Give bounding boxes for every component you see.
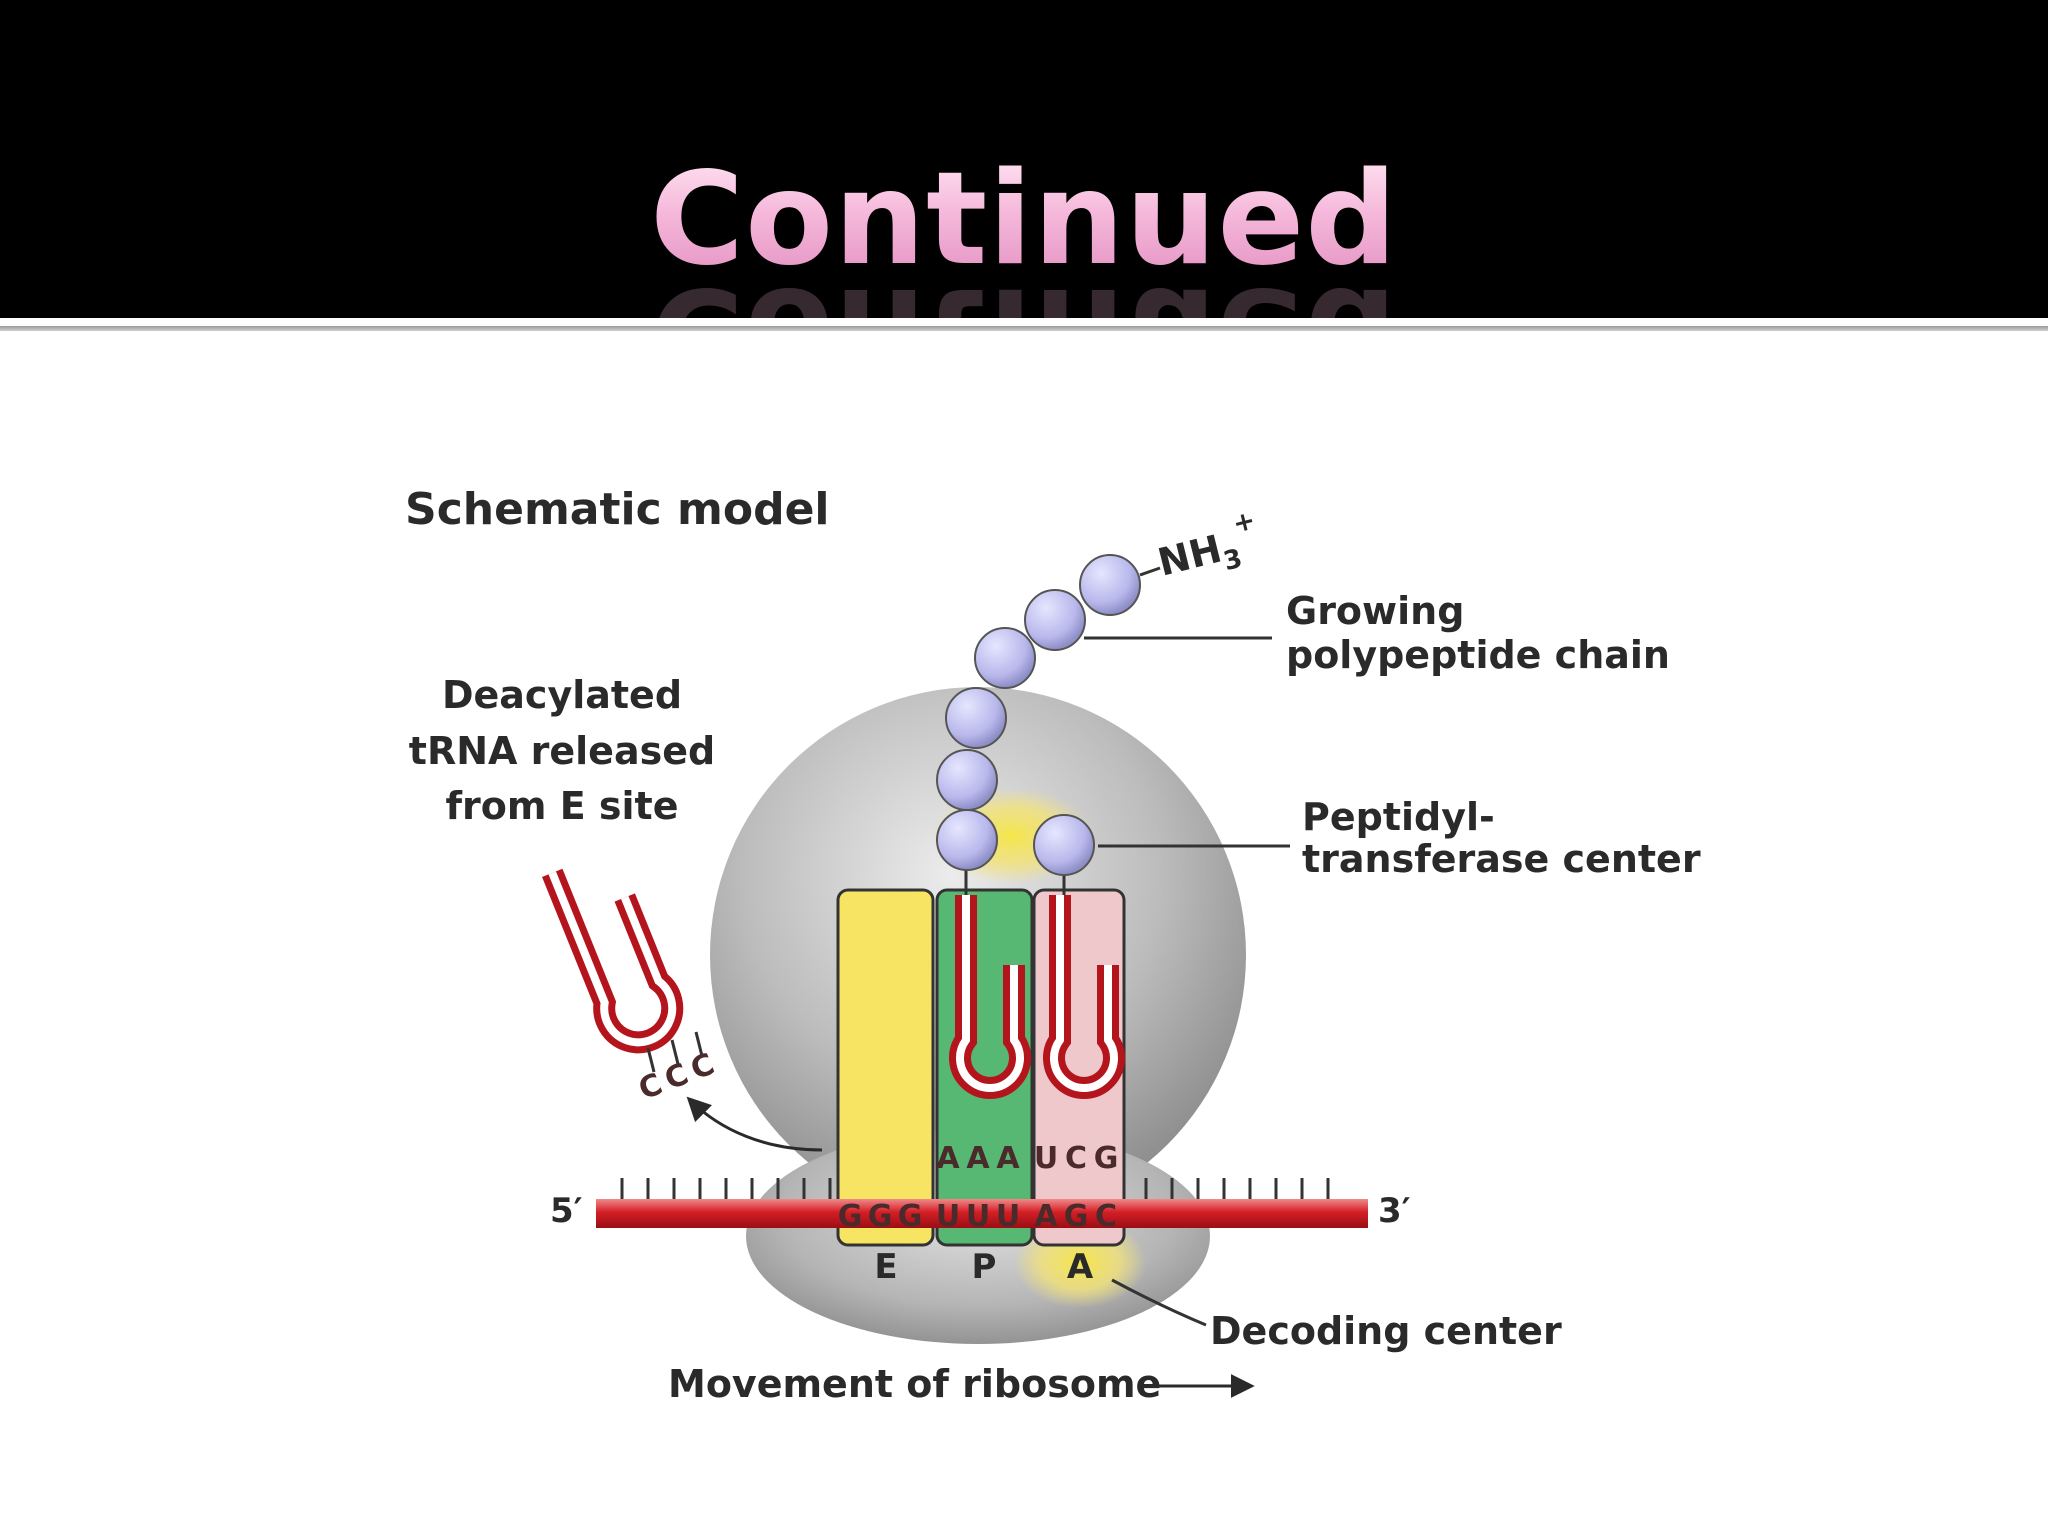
p-site-trna [949,895,1031,1099]
amino-acid [1024,589,1086,651]
peptidyl-label: Peptidyl- transferase center [1302,795,1701,881]
nh3-connector [1139,566,1161,577]
amino-acid [945,687,1007,749]
a-site-trna [1043,895,1125,1099]
site-label-a: A [1067,1247,1094,1287]
amino-acid [936,809,998,871]
mrna-strand [596,1199,1368,1228]
svg-text:Deacylated: Deacylated [442,673,682,717]
site-label-e: E [874,1247,897,1287]
deacylated-label: Deacylated tRNA released from E site [409,673,715,828]
svg-text:Growing: Growing [1286,589,1464,633]
release-arrow [686,1096,823,1152]
slide-title: Continued [650,145,1398,294]
svg-text:G: G [1094,1141,1119,1176]
svg-text:G: G [1064,1199,1089,1234]
e-site-box [836,888,935,1247]
svg-text:A: A [1034,1199,1058,1234]
title-container: Continued [0,145,2048,294]
svg-text:C: C [1065,1141,1087,1176]
title-divider [0,326,2048,331]
svg-text:C: C [686,1047,720,1088]
svg-text:polypeptide chain: polypeptide chain [1286,633,1670,677]
svg-text:C: C [1095,1199,1117,1234]
five-prime-label: 5′ [550,1191,583,1231]
a-site-anticodon: U C G [1034,1141,1119,1176]
svg-text:tRNA released: tRNA released [409,729,715,773]
svg-text:U: U [996,1199,1020,1234]
amino-acid [936,749,998,811]
svg-text:U: U [966,1199,990,1234]
title-bar [0,0,2048,318]
released-trna [542,868,684,1054]
diagram-heading: Schematic model [405,484,830,535]
nh3-label: NH3+ [1151,505,1267,592]
decoding-label: Decoding center [1210,1309,1562,1353]
growing-chain-label: Growing polypeptide chain [1286,589,1670,677]
p-site-anticodon: A A A [936,1141,1020,1176]
svg-text:A: A [966,1141,990,1176]
amino-acid [974,627,1036,689]
svg-text:A: A [996,1141,1020,1176]
svg-text:A: A [936,1141,960,1176]
three-prime-label: 3′ [1378,1191,1411,1231]
decoding-leader [1111,1278,1207,1327]
mrna-ticks [620,1178,1330,1200]
svg-text:G: G [838,1199,863,1234]
svg-text:U: U [1034,1141,1058,1176]
mrna-codons: G G G U U U A G C [838,1199,1117,1234]
svg-text:G: G [898,1199,923,1234]
svg-text:U: U [936,1199,960,1234]
amino-acid [1079,554,1141,616]
svg-text:Peptidyl-: Peptidyl- [1302,795,1495,839]
svg-text:from E site: from E site [446,784,679,828]
a-site-amino-acid [1033,814,1095,876]
svg-text:transferase center: transferase center [1302,837,1701,881]
site-label-p: P [972,1247,997,1287]
movement-label: Movement of ribosome [668,1362,1161,1406]
svg-text:G: G [868,1199,893,1234]
